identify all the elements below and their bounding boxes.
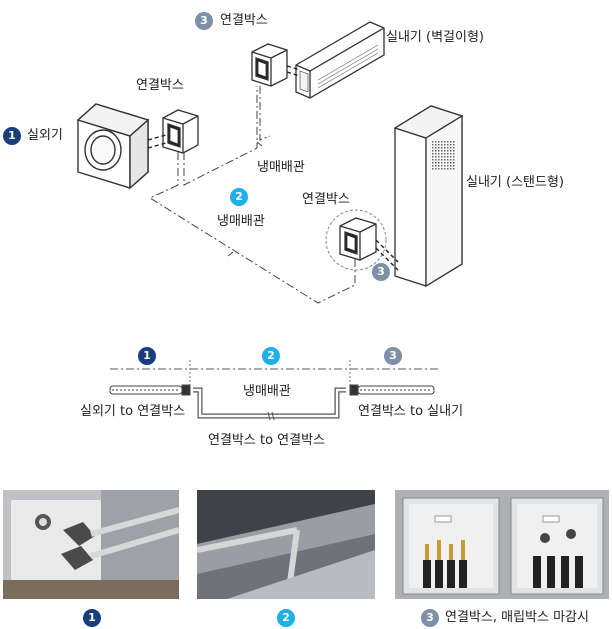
label-junction-box-right: 연결박스 (302, 192, 350, 207)
label-junction-box-left: 연결박스 (136, 78, 184, 93)
pipe-badge-3: 3 (384, 347, 402, 365)
middle-segment-label: 연결박스 to 연결박스 (208, 433, 325, 448)
photo-outdoor-connection (3, 490, 179, 599)
junction-box-left-drawing (162, 109, 199, 154)
label-junction-box-top: 연결박스 (220, 13, 268, 28)
label-indoor-stand: 실내기 (스탠드형) (466, 175, 564, 190)
photo-caption-3: 연결박스, 매립박스 마감시 (445, 610, 589, 625)
label-indoor-wall: 실내기 (벽걸이형) (386, 30, 484, 45)
badge-2-pipe: 2 (230, 188, 248, 206)
photo-badge-1: 1 (83, 609, 101, 627)
right-segment-label: 연결박스 to 실내기 (358, 404, 464, 419)
stand-indoor-unit-drawing (393, 105, 464, 288)
badge-3-top-box: 3 (195, 12, 213, 30)
pipe-badge-1: 1 (138, 347, 156, 365)
photo-badge-2: 2 (277, 609, 295, 627)
label-pipe-1: 냉매배관 (257, 160, 305, 175)
installation-diagram (76, 21, 464, 304)
pipe-section-diagram (109, 360, 440, 421)
junction-box-right-drawing (339, 217, 377, 261)
outdoor-unit-drawing (76, 103, 150, 190)
label-outdoor-unit: 실외기 (27, 128, 63, 143)
label-pipe-2: 냉매배관 (217, 214, 265, 229)
junction-box-top-drawing (251, 43, 288, 87)
badge-3-right-box: 3 (372, 263, 390, 281)
wall-indoor-unit-drawing (295, 21, 385, 99)
badge-1-outdoor: 1 (3, 127, 21, 145)
photo-junction-boxes (395, 490, 609, 599)
pipe-badge-2: 2 (262, 347, 280, 365)
pipe-label: 냉매배관 (243, 384, 291, 399)
photo-badge-3: 3 (421, 609, 439, 627)
photo-refrigerant-pipe (197, 490, 375, 599)
left-segment-label: 실외기 to 연결박스 (80, 404, 186, 419)
